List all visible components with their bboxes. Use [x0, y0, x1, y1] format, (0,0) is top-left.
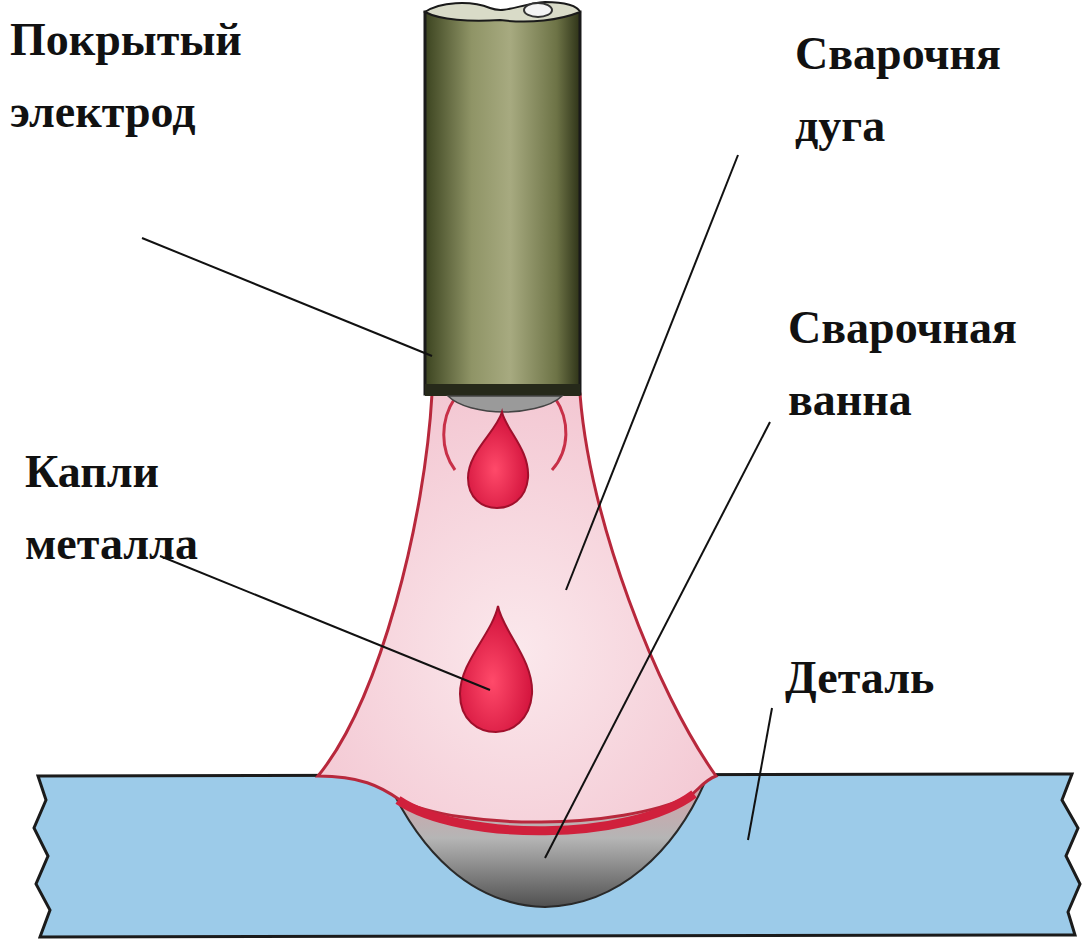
leader-line	[142, 238, 432, 356]
coated-electrode	[425, 12, 580, 394]
electrode-core	[524, 3, 552, 17]
part-label: Сварочня дуга	[795, 18, 1001, 162]
welding-arc	[318, 394, 716, 822]
arc-streak	[552, 398, 566, 470]
leader-line	[748, 708, 772, 840]
electrode-rim	[425, 384, 580, 396]
part-label: Деталь	[785, 642, 934, 714]
arc-streak	[444, 398, 455, 470]
metal-drop	[468, 412, 528, 508]
electrode-tip	[448, 396, 562, 412]
part-label: Сварочная ванна	[788, 292, 1017, 436]
leader-line	[545, 422, 770, 858]
electrode-broken-end	[425, 2, 580, 22]
pool-surface	[398, 794, 694, 831]
leader-line	[566, 155, 738, 590]
leader-line	[160, 556, 490, 690]
metal-drop	[460, 606, 532, 732]
part-label: Покрытый электрод	[10, 4, 242, 148]
part-label: Капли металла	[25, 436, 198, 580]
